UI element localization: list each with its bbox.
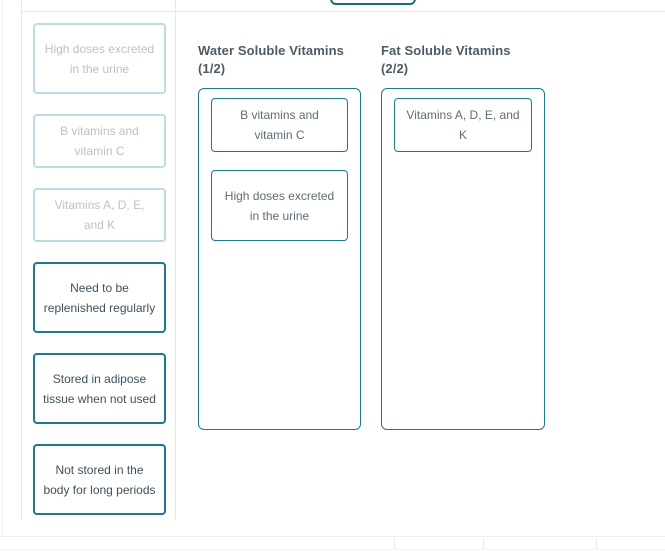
- draggable-card[interactable]: Not stored in the body for long periods: [33, 444, 166, 515]
- footer-column-tick: [596, 538, 597, 550]
- page-edge-divider: [2, 0, 3, 536]
- draggable-card[interactable]: Stored in adipose tissue when not used: [33, 353, 166, 424]
- category-water-soluble: Water Soluble Vitamins (1/2) B vitamins …: [198, 42, 361, 430]
- placed-card[interactable]: Vitamins A, D, E, and K: [394, 98, 532, 152]
- card-tray: High doses excreted in the urine B vitam…: [22, 12, 175, 535]
- category-fat-soluble: Fat Soluble Vitamins (2/2) Vitamins A, D…: [381, 42, 545, 430]
- draggable-card-used: Vitamins A, D, E, and K: [33, 188, 166, 242]
- tray-left-border: [21, 0, 22, 520]
- placed-card[interactable]: High doses excreted in the urine: [211, 170, 348, 241]
- dropzone-fat-soluble[interactable]: Vitamins A, D, E, and K: [381, 88, 545, 430]
- action-button-partial[interactable]: [330, 0, 416, 5]
- draggable-card[interactable]: Need to be replenished regularly: [33, 262, 166, 333]
- footer-column-tick: [483, 538, 484, 550]
- tray-answer-divider: [175, 0, 176, 520]
- draggable-card-used: B vitamins and vitamin C: [33, 114, 166, 168]
- footer-column-tick: [394, 538, 395, 550]
- category-title: Fat Soluble Vitamins (2/2): [381, 43, 511, 76]
- placed-card[interactable]: B vitamins and vitamin C: [211, 98, 348, 152]
- draggable-card-used: High doses excreted in the urine: [33, 23, 166, 94]
- footer-divider: [0, 536, 665, 537]
- top-row-divider: [21, 11, 665, 12]
- footer-bottom-divider: [0, 549, 665, 550]
- category-title: Water Soluble Vitamins (1/2): [198, 43, 344, 76]
- dropzone-water-soluble[interactable]: B vitamins and vitamin C High doses excr…: [198, 88, 361, 430]
